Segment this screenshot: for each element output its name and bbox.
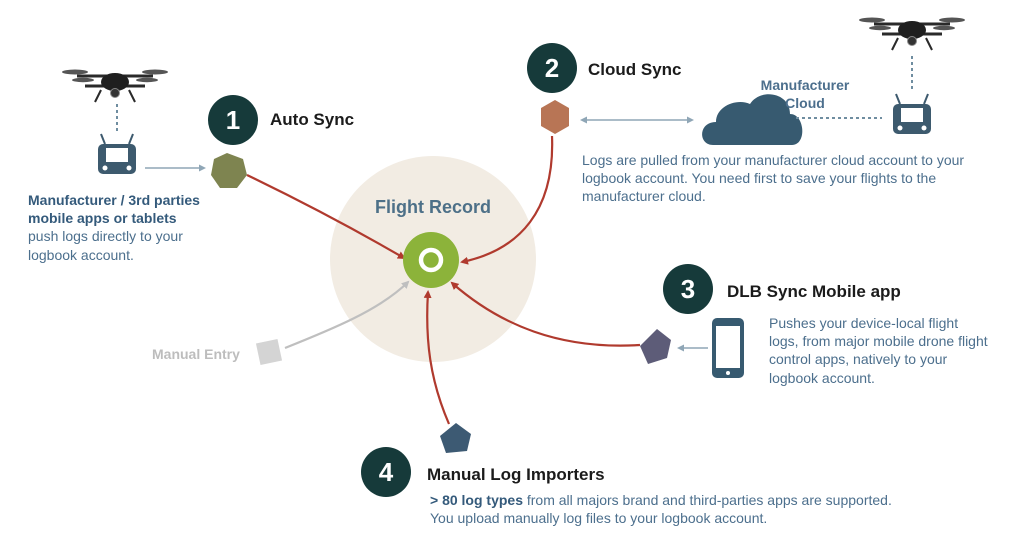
importers-desc-line2: You upload manually log files to your lo… — [430, 510, 768, 527]
auto-sync-source-desc: push logs directly to your logbook accou… — [28, 228, 183, 263]
badge-4: 4 — [361, 447, 411, 497]
dlb-sync-node — [640, 329, 671, 364]
cloud-sync-desc: Logs are pulled from your manufacturer c… — [582, 152, 965, 205]
badge-3-number: 3 — [681, 274, 695, 304]
drone-icon-right — [859, 17, 965, 51]
dlb-sync-desc: Pushes your device-local flight logs, fr… — [769, 315, 988, 386]
importers-desc-bold: > 80 log types — [430, 492, 523, 508]
dlb-sync-title: DLB Sync Mobile app — [727, 282, 901, 301]
remote-controller-icon — [98, 133, 136, 174]
flight-record-hub — [403, 232, 459, 288]
manual-entry-label: Manual Entry — [152, 346, 240, 362]
badge-4-number: 4 — [379, 457, 394, 487]
badge-1-number: 1 — [226, 105, 240, 135]
arrow-auto-sync — [246, 174, 406, 260]
badge-1: 1 — [208, 95, 258, 145]
auto-sync-source: Manufacturer / 3rd parties mobile apps o… — [28, 191, 228, 264]
cloud-sync-title: Cloud Sync — [588, 60, 682, 79]
auto-sync-source-bold: Manufacturer / 3rd parties mobile apps o… — [28, 192, 200, 227]
smartphone-icon — [712, 318, 744, 378]
cloud-icon — [702, 94, 803, 145]
flight-record-label: Flight Record — [375, 197, 491, 217]
manufacturer-cloud-label: Manufacturer Cloud — [760, 77, 850, 112]
arrow-cloud-sync — [460, 135, 554, 265]
importers-desc-rest: from all majors brand and third-parties … — [522, 492, 892, 508]
hub-ring — [418, 247, 444, 273]
importer-node — [440, 423, 471, 453]
drone-icon — [62, 69, 168, 103]
importers-desc: > 80 log types from all majors brand and… — [430, 491, 990, 527]
auto-sync-title: Auto Sync — [270, 110, 355, 129]
auto-sync-node — [211, 153, 247, 188]
arrow-dlb-sync — [450, 281, 641, 347]
badge-2: 2 — [527, 43, 577, 93]
badge-2-number: 2 — [545, 53, 559, 83]
arrow-importers — [423, 290, 451, 425]
remote-controller-icon-right — [893, 93, 931, 134]
badge-3: 3 — [663, 264, 713, 314]
manual-entry-node — [255, 338, 283, 366]
cloud-sync-node — [541, 100, 569, 134]
arrow-manual-entry — [284, 280, 410, 350]
importers-title: Manual Log Importers — [427, 465, 605, 484]
